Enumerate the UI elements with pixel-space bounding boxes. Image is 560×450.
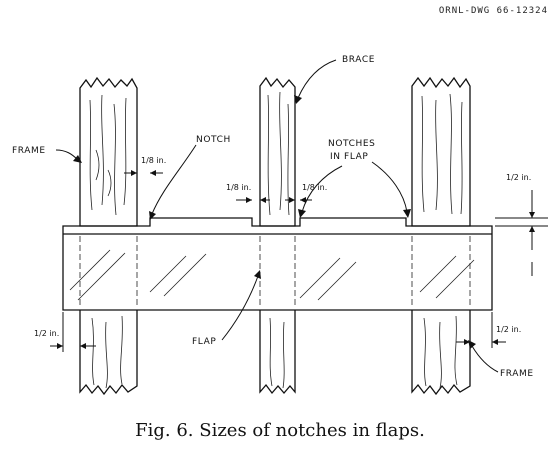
dimension-marks	[50, 170, 548, 352]
right-frame-post	[411, 76, 471, 227]
drawing-number: ORNL-DWG 66-12324	[438, 6, 548, 16]
brace-post	[259, 76, 296, 227]
left-frame-post	[79, 76, 138, 227]
brace-label: BRACE	[342, 55, 375, 65]
dimension-bottom-right: 1/2 in.	[496, 325, 521, 334]
left-frame-lower	[79, 310, 138, 396]
notch-label: NOTCH	[196, 135, 231, 145]
dimension-notch-mid-right: 1/8 in.	[302, 183, 327, 192]
frame-left-label: FRAME	[12, 146, 46, 156]
notches-in-flap-label-line2: IN FLAP	[330, 152, 368, 162]
flap	[62, 217, 493, 311]
figure-caption: Fig. 6. Sizes of notches in flaps.	[135, 420, 425, 441]
dimension-flap-clearance-right: 1/2 in.	[506, 173, 531, 182]
dimension-notch-left: 1/8 in.	[141, 156, 166, 165]
notches-in-flap-label-line1: NOTCHES	[328, 139, 375, 149]
leaders	[55, 59, 499, 373]
frame-right-label: FRAME	[500, 369, 534, 379]
right-frame-lower	[411, 310, 471, 396]
dimension-notch-mid-left: 1/8 in.	[226, 183, 251, 192]
flap-label: FLAP	[192, 337, 216, 347]
brace-lower	[259, 310, 296, 395]
notch-diagram: BRACE FRAME NOTCH NOTCHES IN FLAP FLAP F…	[12, 55, 548, 396]
dimension-bottom-left: 1/2 in.	[34, 329, 59, 338]
